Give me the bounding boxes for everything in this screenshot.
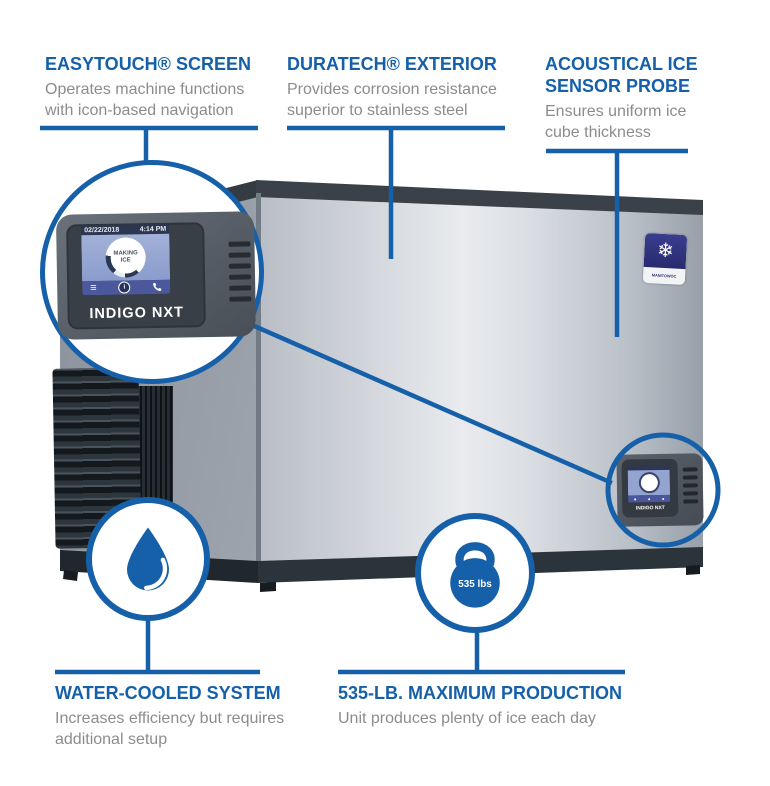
status-message: MAKING ICE	[109, 241, 142, 274]
screen-main-area: MAKING ICE	[81, 233, 171, 282]
water-cooled-circle	[86, 497, 210, 621]
progress-ring: MAKING ICE	[105, 237, 147, 278]
machine-control-panel: INDIGO NXT	[616, 453, 704, 527]
callout-easytouch: EASYTOUCH® SCREEN Operates machine funct…	[45, 53, 263, 121]
callout-water-cooled-body: Increases efficiency but requires additi…	[55, 710, 285, 748]
easytouch-panel: 02/22/2018 4:14 PM MAKING ICE ≡ i	[55, 211, 257, 340]
callout-max-production-title: 535-LB. MAXIMUM PRODUCTION	[338, 683, 623, 703]
screen-date: 02/22/2018	[84, 226, 120, 234]
snowflake-icon: ❄	[656, 239, 675, 263]
indigo-nxt-logo: INDIGO NXT	[89, 304, 185, 323]
water-drop-icon	[127, 527, 169, 591]
weight-label: 535 lbs	[458, 579, 492, 590]
callout-acoustical-body: Ensures uniform ice cube thickness	[545, 103, 687, 141]
callout-duratech-body: Provides corrosion resistance superior t…	[287, 81, 497, 119]
callout-duratech: DURATECH® EXTERIOR Provides corrosion re…	[287, 53, 512, 121]
mini-status-dial	[640, 474, 658, 492]
status-line2: ICE	[120, 257, 131, 264]
callout-max-production-body: Unit produces plenty of ice each day	[338, 710, 596, 727]
easytouch-zoom-circle: 02/22/2018 4:14 PM MAKING ICE ≡ i	[40, 160, 264, 384]
hamburger-menu-icon: ≡	[90, 281, 97, 294]
manitowoc-brand-label: MANITOWOC	[651, 273, 677, 279]
kettlebell-icon: 535 lbs	[450, 542, 500, 608]
callout-water-cooled: WATER-COOLED SYSTEM Increases efficiency…	[55, 682, 290, 750]
callout-duratech-title: DURATECH® EXTERIOR	[287, 54, 497, 74]
callout-acoustical: ACOUSTICAL ICE SENSOR PROBE Ensures unif…	[545, 53, 720, 143]
mini-panel-screen	[627, 464, 671, 503]
info-icon: i	[118, 281, 131, 294]
callout-easytouch-body: Operates machine functions with icon-bas…	[45, 81, 245, 119]
callout-acoustical-title: ACOUSTICAL ICE SENSOR PROBE	[545, 54, 698, 96]
easytouch-panel-vents	[56, 211, 254, 302]
screen-time: 4:14 PM	[139, 225, 167, 233]
manitowoc-badge: ❄ MANITOWOC	[642, 232, 688, 286]
max-production-circle: 535 lbs	[415, 513, 535, 633]
mini-indigo-nxt-logo: INDIGO NXT	[635, 504, 665, 511]
screen-nav-bar: ≡ i	[82, 279, 171, 296]
phone-icon	[153, 283, 162, 291]
easytouch-screen: 02/22/2018 4:14 PM MAKING ICE ≡ i	[81, 223, 171, 296]
callout-max-production: 535-LB. MAXIMUM PRODUCTION Unit produces…	[338, 682, 648, 729]
callout-easytouch-title: EASYTOUCH® SCREEN	[45, 54, 251, 74]
callout-water-cooled-title: WATER-COOLED SYSTEM	[55, 683, 281, 703]
